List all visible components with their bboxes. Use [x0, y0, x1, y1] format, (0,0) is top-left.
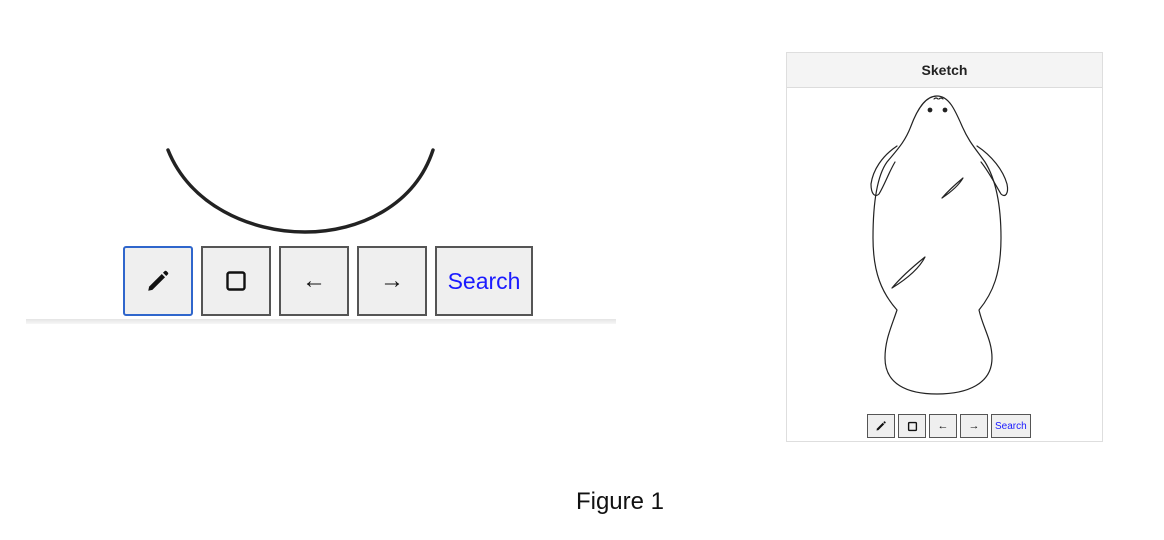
sketch-canvas[interactable] — [787, 88, 1102, 408]
arrow-right-icon: → — [968, 420, 980, 432]
sketch-clear-button[interactable] — [898, 414, 926, 438]
undo-button[interactable]: ← — [279, 246, 349, 316]
pencil-tool-button[interactable] — [123, 246, 193, 316]
zoom-toolbar: ← → Search — [123, 246, 533, 316]
sketch-pencil-button[interactable] — [867, 414, 895, 438]
sketch-title: Sketch — [787, 53, 1102, 88]
toolbar-divider — [26, 319, 616, 324]
search-button[interactable]: Search — [435, 246, 533, 316]
pencil-icon — [876, 421, 886, 431]
manatee-drawing — [870, 95, 1009, 395]
arrow-left-icon: ← — [302, 267, 326, 294]
pencil-icon — [148, 270, 169, 291]
square-icon — [907, 421, 917, 431]
sketch-search-button[interactable]: Search — [991, 414, 1031, 438]
sketch-redo-button[interactable]: → — [960, 414, 988, 438]
redo-button[interactable]: → — [357, 246, 427, 316]
sketch-undo-button[interactable]: ← — [929, 414, 957, 438]
arrow-right-icon: → — [380, 267, 404, 294]
figure-caption: Figure 1 — [575, 488, 665, 515]
sketch-window: Sketch — [786, 52, 1103, 442]
sketch-toolbar: ← → Search — [867, 414, 1031, 438]
sketch-stroke-arc — [166, 148, 435, 234]
zoomed-toolbar-view: ← → Search — [0, 0, 640, 360]
arrow-left-icon: ← — [937, 420, 949, 432]
clear-tool-button[interactable] — [201, 246, 271, 316]
square-icon — [226, 271, 246, 291]
